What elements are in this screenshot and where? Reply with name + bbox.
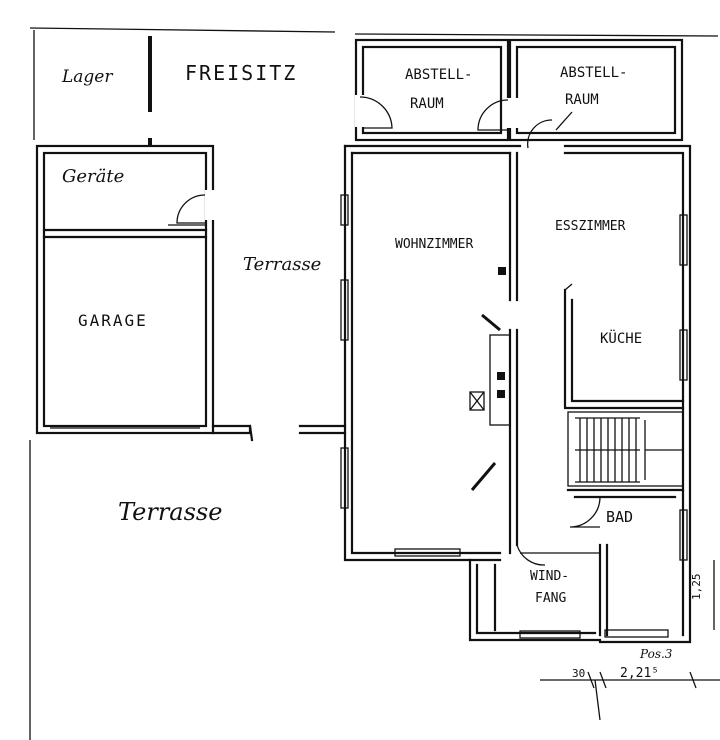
bad-door-swing (569, 496, 601, 528)
dimension-line (540, 560, 720, 721)
storage-rooms (354, 38, 684, 149)
abstellraum-2-door-swing (477, 99, 509, 131)
label-pos: Pos.3 (639, 647, 673, 661)
label-abstellraum-2-line2: RAUM (565, 92, 599, 108)
terrace-wall (211, 424, 347, 442)
abstellraum-3-door-swing (527, 119, 553, 149)
label-windfang-line2: FANG (535, 591, 566, 606)
label-abstellraum-2-line1: ABSTELL- (560, 65, 627, 81)
plot-boundary (29, 27, 719, 740)
label-dim-30: 30 (572, 667, 585, 680)
house-walls (340, 144, 692, 644)
geraete-door-swing (176, 194, 206, 224)
label-terrasse-lower: Terrasse (118, 498, 222, 526)
freisitz-post (148, 138, 152, 146)
label-lager: Lager (61, 67, 113, 87)
label-abstellraum-1-line2: RAUM (410, 96, 444, 112)
garage-block (35, 144, 215, 435)
stairs (575, 417, 683, 483)
label-dim-221: 2,21⁵ (620, 666, 659, 681)
label-freisitz: FREISITZ (185, 61, 297, 85)
label-kueche: KÜCHE (600, 329, 642, 347)
abstellraum-1-door-swing (359, 96, 393, 129)
label-bad: BAD (606, 508, 633, 526)
label-terrasse-upper: Terrasse (243, 254, 321, 275)
label-garage: GARAGE (78, 311, 148, 330)
label-dim-side: 1,25 (690, 574, 703, 601)
label-abstellraum-1-line1: ABSTELL- (405, 67, 472, 83)
label-wohnzimmer: WOHNZIMMER (395, 237, 473, 252)
label-geraete: Geräte (62, 166, 124, 187)
windfang-door-swing (516, 544, 546, 566)
label-esszimmer: ESSZIMMER (555, 219, 626, 234)
label-windfang-line1: WIND- (530, 569, 569, 584)
